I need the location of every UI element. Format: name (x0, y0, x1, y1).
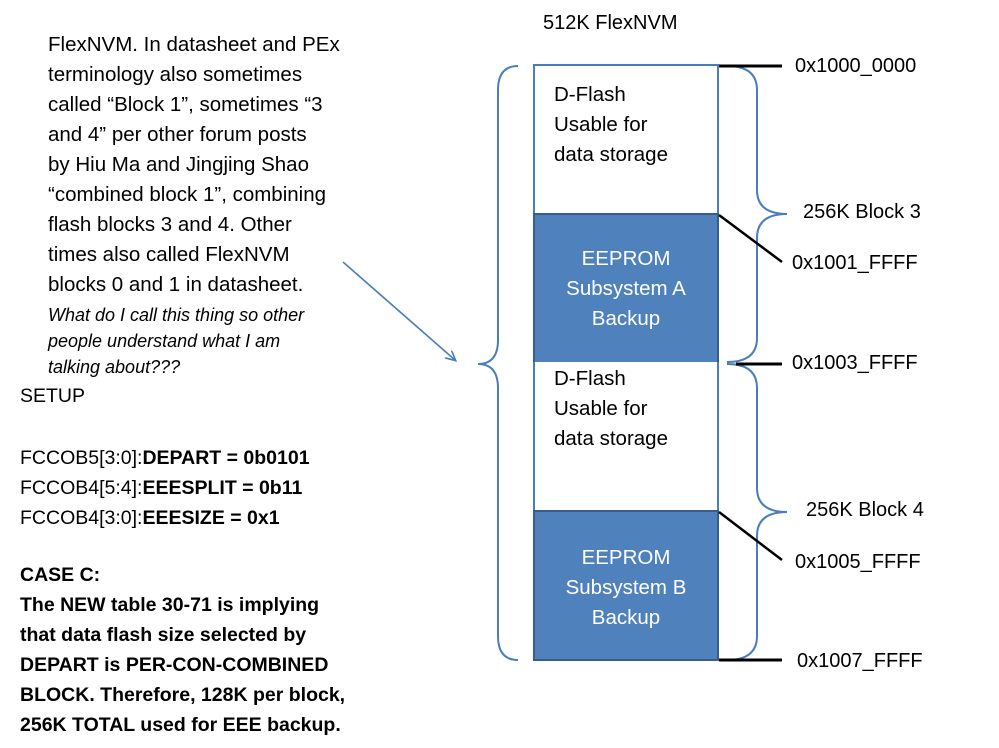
description-line: terminology also sometimes (48, 63, 303, 86)
address-label-4: 0x1007_FFFF (797, 650, 923, 672)
description-line: “combined block 1”, combining (48, 183, 327, 206)
address-line-3 (718, 511, 783, 561)
case-line: BLOCK. Therefore, 128K per block, (20, 684, 346, 706)
diagram-title: 512K FlexNVM (543, 12, 678, 34)
pointer-arrow (342, 261, 455, 360)
right-brace-block-4 (726, 363, 788, 661)
address-label-1: 0x1001_FFFF (792, 252, 918, 274)
eeprom-subsystem-a-block: EEPROM Subsystem A Backup (533, 213, 719, 364)
setup-rows: FCCOB5[3:0]:DEPART = 0b0101 FCCOB4[5:4]:… (20, 443, 310, 533)
address-label-0: 0x1000_0000 (795, 55, 917, 77)
description-line: called “Block 1”, sometimes “3 (48, 93, 323, 116)
description-line: FlexNVM. In datasheet and PEx (48, 33, 340, 56)
address-label-2: 0x1003_FFFF (792, 352, 918, 374)
case-c-text: CASE C: The NEW table 30-71 is implying … (20, 560, 345, 740)
setup-row: FCCOB5[3:0]:DEPART = 0b0101 (20, 447, 310, 469)
block-text: EEPROM Subsystem B Backup (565, 546, 687, 629)
d-flash-block-2: D-Flash Usable for data storage (533, 362, 719, 513)
description-line: blocks 0 and 1 in datasheet. (48, 273, 304, 296)
setup-heading: SETUP (20, 385, 86, 407)
case-line: CASE C: (20, 564, 101, 586)
address-label-3: 0x1005_FFFF (795, 551, 921, 573)
case-line: DEPART is PER-CON-COMBINED (20, 654, 329, 676)
block-text: D-Flash Usable for data storage (554, 367, 668, 450)
description-line: and 4” per other forum posts (48, 123, 307, 146)
case-line: that data flash size selected by (20, 624, 307, 646)
setup-row: FCCOB4[3:0]:EEESIZE = 0x1 (20, 507, 280, 529)
setup-row: FCCOB4[5:4]:EEESPLIT = 0b11 (20, 477, 303, 499)
eeprom-subsystem-b-block: EEPROM Subsystem B Backup (533, 510, 719, 661)
question-text: What do I call this thing so other peopl… (48, 302, 304, 380)
right-brace-block-3 (726, 65, 788, 363)
description-line: by Hiu Ma and Jingjing Shao (48, 153, 309, 176)
description-line: times also called FlexNVM (48, 243, 290, 266)
description-line: flash blocks 3 and 4. Other (48, 213, 292, 236)
question-line: talking about??? (48, 357, 181, 377)
block-text: EEPROM Subsystem A Backup (566, 247, 686, 330)
question-line: What do I call this thing so other (48, 305, 305, 325)
block-4-label: 256K Block 4 (806, 499, 924, 521)
block-3-label: 256K Block 3 (803, 201, 921, 223)
left-brace (477, 65, 519, 661)
description-paragraph: FlexNVM. In datasheet and PEx terminolog… (48, 30, 340, 300)
d-flash-block-1: D-Flash Usable for data storage (533, 64, 719, 215)
case-line: The NEW table 30-71 is implying (20, 594, 320, 616)
block-text: D-Flash Usable for data storage (554, 83, 668, 166)
case-line: 256K TOTAL used for EEE backup. (20, 714, 341, 736)
address-line-1 (718, 213, 783, 264)
question-line: people understand what I am (48, 331, 281, 351)
